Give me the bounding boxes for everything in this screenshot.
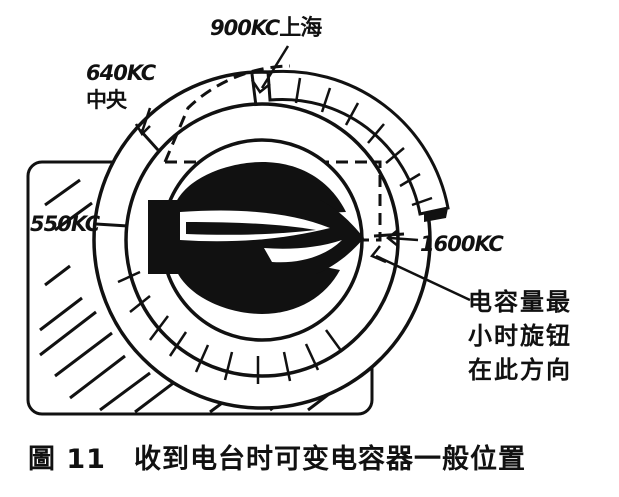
tuning-knob (148, 138, 364, 342)
station-900-freq: 900KC (210, 16, 280, 40)
mark-1600-label: 1600KC (420, 232, 504, 256)
note-line-1: 电容量最 (468, 288, 572, 316)
figure-number: 圖 11 (28, 444, 106, 475)
note-line-2: 小时旋钮 (468, 322, 572, 350)
label-arrows (134, 45, 471, 302)
mark-550-label: 550KC (30, 212, 100, 236)
station-640-freq: 640KC (86, 61, 156, 85)
dial-tick-marks (95, 73, 405, 238)
note-line-3: 在此方向 (468, 356, 572, 384)
station-640-name: 中央 (86, 88, 127, 112)
station-900-label: 900KC上海 (210, 16, 322, 41)
station-900-name: 上海 (279, 16, 322, 41)
figure-caption: 圖 11 收到电台时可变电容器一般位置 (28, 446, 526, 473)
dial-scale-band (266, 69, 450, 222)
figure-title: 收到电台时可变电容器一般位置 (133, 444, 526, 475)
